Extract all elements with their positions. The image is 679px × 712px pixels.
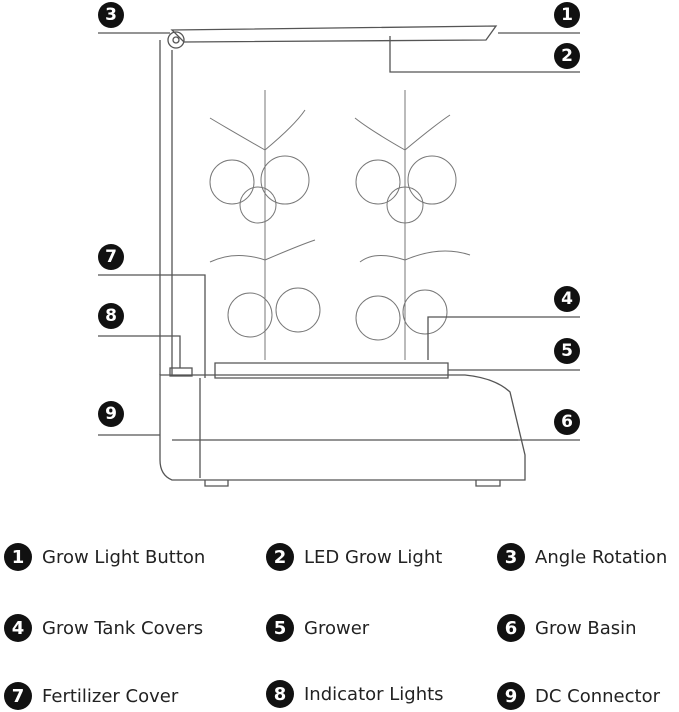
legend-label: Indicator Lights: [304, 683, 444, 705]
legend-number: 5: [266, 614, 294, 642]
product-diagram: 1 2 3 4 5 6 7 8 9: [98, 2, 580, 487]
callout-9: 9: [98, 401, 124, 427]
legend-label: LED Grow Light: [304, 546, 443, 568]
legend-label: Fertilizer Cover: [42, 685, 179, 707]
plant-right: [354, 90, 471, 360]
legend-number: 6: [497, 614, 525, 642]
legend-number: 4: [4, 614, 32, 642]
led-light-bar: [170, 25, 498, 43]
callout-4: 4: [554, 286, 580, 312]
callout-5: 5: [554, 338, 580, 364]
callout-6: 6: [554, 409, 580, 435]
legend-number: 1: [4, 543, 32, 571]
legend-item: 3 Angle Rotation: [497, 541, 667, 573]
lamp-arm: [159, 40, 173, 375]
leader-4: [427, 316, 580, 360]
grower-tray: [214, 362, 449, 379]
legend-label: Grow Light Button: [42, 546, 206, 568]
legend-item: 4 Grow Tank Covers: [4, 612, 203, 644]
legend-label: Angle Rotation: [535, 546, 668, 568]
legend-number: 2: [266, 543, 294, 571]
legend-label: Grow Tank Covers: [42, 617, 204, 639]
indicator-lights: [169, 367, 193, 377]
grow-basin: [159, 374, 526, 481]
legend-number: 3: [497, 543, 525, 571]
legend-label: Grow Basin: [535, 617, 637, 639]
callout-3: 3: [98, 2, 124, 28]
legend-item: 5 Grower: [266, 612, 369, 644]
leader-2: [389, 36, 580, 73]
diagram-svg: [98, 25, 580, 487]
plant-left: [209, 90, 316, 360]
callout-2: 2: [554, 43, 580, 69]
legend-number: 7: [4, 682, 32, 710]
legend-item: 1 Grow Light Button: [4, 541, 205, 573]
legend-item: 2 LED Grow Light: [266, 541, 442, 573]
legend-item: 8 Indicator Lights: [266, 678, 444, 710]
legend-item: 7 Fertilizer Cover: [4, 680, 178, 712]
legend-item: 9 DC Connector: [497, 680, 660, 712]
legend-number: 8: [266, 680, 294, 708]
leader-8: [98, 335, 181, 368]
callout-8: 8: [98, 303, 124, 329]
angle-pivot: [167, 31, 185, 49]
callout-1: 1: [554, 2, 580, 28]
legend-item: 6 Grow Basin: [497, 612, 637, 644]
callout-7: 7: [98, 244, 124, 270]
leader-7: [98, 274, 206, 378]
legend-label: DC Connector: [535, 685, 660, 707]
legend-number: 9: [497, 682, 525, 710]
legend-label: Grower: [304, 617, 370, 639]
